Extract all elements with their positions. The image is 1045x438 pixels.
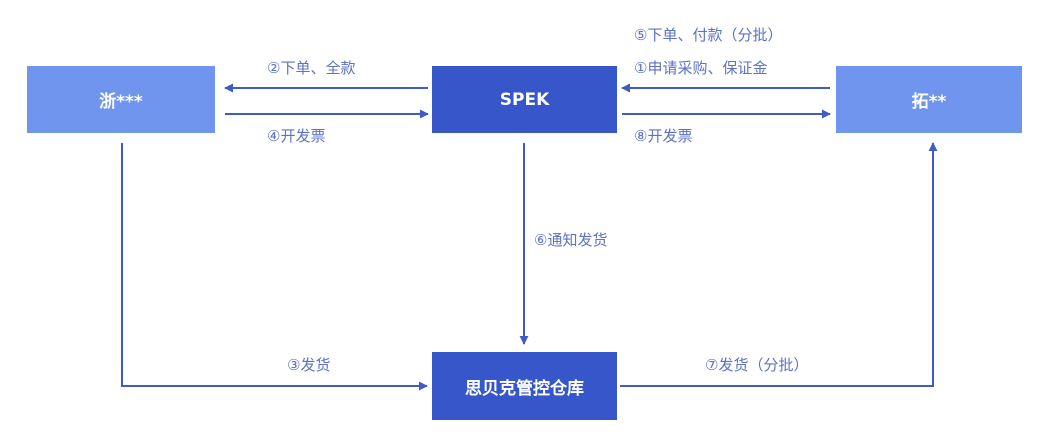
edge-1-label: ①申请采购、保证金 — [634, 59, 768, 77]
edge-4-label: ④开发票 — [267, 127, 326, 145]
edge-7-arrow — [620, 142, 938, 387]
node-left: 浙*** — [27, 66, 215, 133]
node-right: 拓** — [836, 66, 1022, 133]
edge-5-label: ⑤下单、付款（分批） — [634, 26, 783, 44]
edge-3-arrow — [121, 143, 428, 391]
edge-6-label: ⑥通知发货 — [534, 231, 608, 249]
edge-3-label: ③发货 — [287, 356, 331, 374]
edge-8-label: ⑧开发票 — [634, 127, 693, 145]
node-spek: SPEK — [432, 66, 617, 133]
edge-2-label: ②下单、全款 — [267, 59, 356, 77]
edge-7-label: ⑦发货（分批） — [705, 356, 809, 374]
node-warehouse: 思贝克管控仓库 — [432, 352, 617, 420]
